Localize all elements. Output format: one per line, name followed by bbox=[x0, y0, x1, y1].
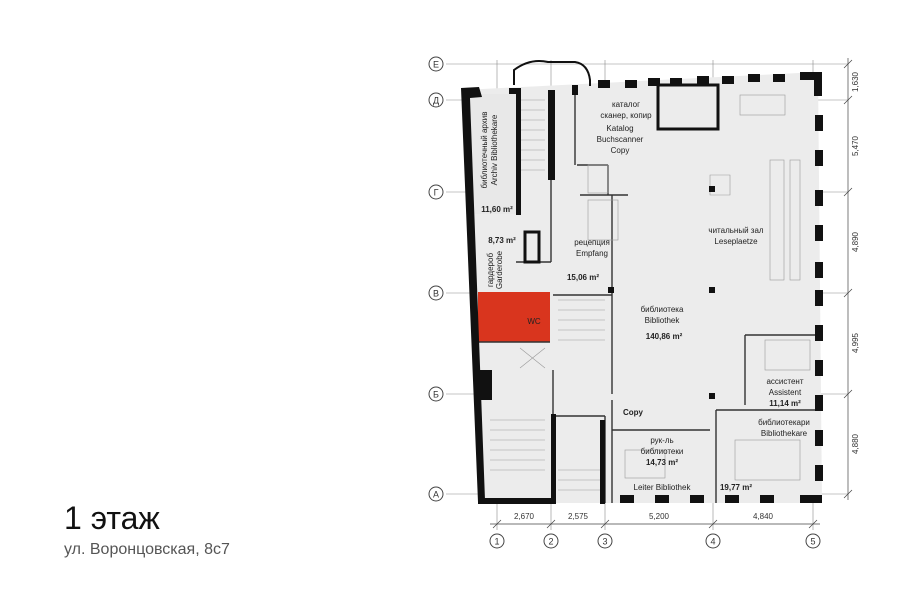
archive-area: 11,60 m² bbox=[481, 205, 513, 214]
reception-label-de: Empfang bbox=[576, 249, 608, 258]
catalog-line-5: Copy bbox=[611, 146, 630, 155]
wc-label: WC bbox=[527, 317, 541, 326]
row-marker-e: Е bbox=[428, 56, 444, 72]
row-marker-b: Б bbox=[428, 386, 444, 402]
floor-title: 1 этаж bbox=[64, 500, 160, 536]
row-marker-a: А bbox=[428, 486, 444, 502]
head-label-de: Leiter Bibliothek bbox=[634, 483, 692, 492]
dim-row-2: 5,470 bbox=[851, 135, 860, 156]
archive-label-de: Archiv Bibliothekare bbox=[490, 114, 499, 185]
catalog-line-2: сканер, копир bbox=[600, 111, 652, 120]
head-label-ru-1: рук-ль bbox=[650, 436, 673, 445]
room-head: рук-ль библиотеки 14,73 m² Leiter Biblio… bbox=[634, 436, 692, 492]
reading-label-ru: читальный зал bbox=[708, 226, 763, 235]
col-marker-5: 5 bbox=[805, 533, 821, 549]
room-copy: Copy bbox=[623, 408, 644, 417]
room-librarians: библиотекари Bibliothekare 19,77 m² bbox=[720, 418, 810, 492]
outer-walls bbox=[461, 72, 823, 504]
dim-row-3: 4,890 bbox=[851, 231, 860, 252]
col-label: 2 bbox=[548, 537, 553, 547]
catalog-line-3: Katalog bbox=[606, 124, 633, 133]
wardrobe-label-ru: гардероб bbox=[486, 253, 495, 287]
librarians-area: 19,77 m² bbox=[720, 483, 752, 492]
row-marker-v: В bbox=[428, 285, 444, 301]
row-label: Г bbox=[434, 188, 439, 198]
librarians-label-ru: библиотекари bbox=[758, 418, 810, 427]
wc-highlight bbox=[478, 292, 550, 342]
row-label: В bbox=[433, 289, 439, 299]
room-catalog: каталог сканер, копир Katalog Buchscanne… bbox=[597, 100, 652, 155]
librarians-label-de: Bibliothekare bbox=[761, 429, 808, 438]
column-axis-markers: 1 2 3 4 5 bbox=[489, 533, 821, 549]
row-axis-markers: Е Д Г В Б А bbox=[428, 56, 444, 502]
col-marker-3: 3 bbox=[597, 533, 613, 549]
dimension-labels: 1,630 5,470 4,890 4,995 4,880 2,670 2,57… bbox=[514, 71, 860, 521]
col-label: 1 bbox=[494, 537, 499, 547]
col-marker-2: 2 bbox=[543, 533, 559, 549]
room-wc: WC bbox=[527, 317, 541, 326]
head-label-ru-2: библиотеки bbox=[641, 447, 684, 456]
room-assistant: ассистент Assistent 11,14 m² bbox=[766, 377, 803, 408]
reception-label-ru: рецепция bbox=[574, 238, 610, 247]
col-label: 5 bbox=[810, 537, 815, 547]
room-reading: читальный зал Leseplaetze bbox=[708, 226, 763, 246]
reading-label-de: Leseplaetze bbox=[714, 237, 758, 246]
col-label: 3 bbox=[602, 537, 607, 547]
dim-col-3: 5,200 bbox=[649, 512, 670, 521]
col-label: 4 bbox=[710, 537, 715, 547]
col-marker-4: 4 bbox=[705, 533, 721, 549]
assistant-label-de: Assistent bbox=[769, 388, 802, 397]
dimension-lines bbox=[490, 58, 853, 529]
entrance-bay bbox=[513, 60, 591, 86]
room-reception: рецепция Empfang 15,06 m² bbox=[567, 238, 610, 282]
library-label-ru: библиотека bbox=[641, 305, 684, 314]
row-label: Д bbox=[433, 96, 439, 106]
dim-row-1: 1,630 bbox=[851, 71, 860, 92]
wardrobe-area: 8,73 m² bbox=[488, 236, 516, 245]
dim-col-1: 2,670 bbox=[514, 512, 535, 521]
dim-col-2: 2,575 bbox=[568, 512, 589, 521]
catalog-line-4: Buchscanner bbox=[597, 135, 644, 144]
dim-row-4: 4,995 bbox=[851, 332, 860, 353]
row-label: А bbox=[433, 490, 439, 500]
catalog-line-1: каталог bbox=[612, 100, 640, 109]
library-label-de: Bibliothek bbox=[645, 316, 681, 325]
library-area: 140,86 m² bbox=[646, 332, 683, 341]
dim-row-5: 4,880 bbox=[851, 433, 860, 454]
furniture bbox=[490, 94, 811, 491]
wardrobe-label-de: Garderobe bbox=[495, 250, 504, 289]
row-marker-g: Г bbox=[428, 184, 444, 200]
col-marker-1: 1 bbox=[489, 533, 505, 549]
room-library: библиотека Bibliothek 140,86 m² bbox=[641, 305, 684, 341]
row-label: Е bbox=[433, 60, 439, 70]
floor-address: ул. Воронцовская, 8с7 bbox=[64, 541, 230, 558]
reception-area: 15,06 m² bbox=[567, 273, 599, 282]
copy-label: Copy bbox=[623, 408, 644, 417]
dim-col-4: 4,840 bbox=[753, 512, 774, 521]
row-label: Б bbox=[433, 390, 439, 400]
room-archive: библиотечный архив Archiv Bibliothekare … bbox=[480, 112, 513, 215]
archive-label-ru: библиотечный архив bbox=[480, 112, 489, 189]
room-wardrobe: 8,73 m² гардероб Garderobe bbox=[486, 236, 516, 289]
assistant-label-ru: ассистент bbox=[766, 377, 803, 386]
head-area: 14,73 m² bbox=[646, 458, 678, 467]
assistant-area: 11,14 m² bbox=[769, 399, 801, 408]
row-marker-d: Д bbox=[428, 92, 444, 108]
